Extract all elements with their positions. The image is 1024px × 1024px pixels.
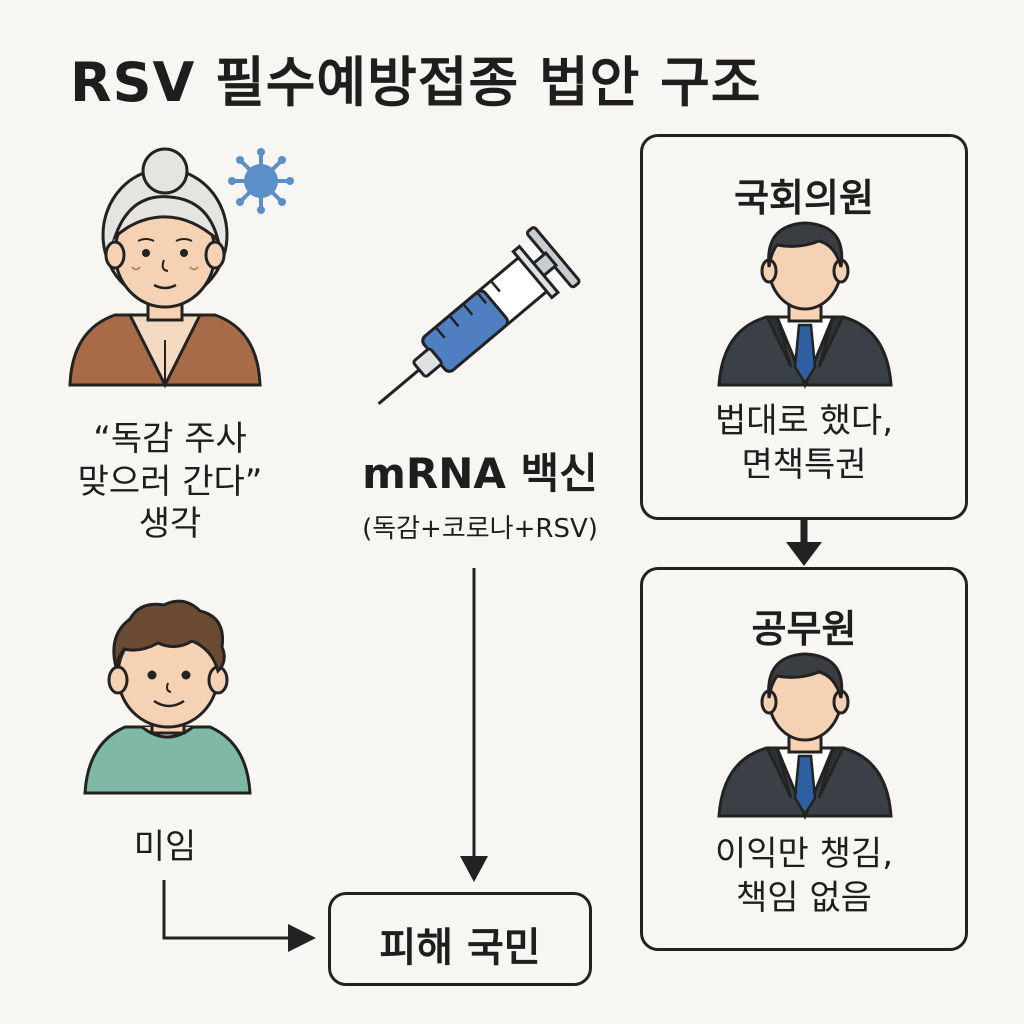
official-line: 책임 없음 [736,878,872,919]
lawmaker-heading: 국회의원 [734,176,874,220]
elderly-woman-icon [68,147,262,389]
elder-quote-line: 맞으러 간다” [77,461,263,502]
page-title: RSV 필수예방접종 법안 구조 [70,51,762,114]
victim-label: 피해 국민 [379,925,541,971]
lawmaker-box: 국회의원 법대로 했다, 면책특권 [640,134,968,520]
businessman-icon [717,652,893,820]
victim-box: 피해 국민 [328,892,592,986]
arrow-child-to-victim [162,880,316,952]
elder-quote: “독감 주사 맞으러 간다” 생각 [40,418,300,546]
lawmaker-line: 면책특권 [741,445,867,486]
lawmaker-text: 법대로 했다, 면책특권 [643,399,965,487]
arrow-lawmaker-to-official [786,520,822,566]
syringe-icon [377,226,581,405]
vaccine-detail: (독감+코로나+RSV) [362,514,598,544]
elder-quote-line: “독감 주사 [93,419,247,459]
child-label: 미임 [133,827,197,867]
child-icon [83,599,252,795]
official-heading: 공무원 [751,607,857,651]
arrow-vaccine-to-victim [460,568,488,882]
businessman-icon [717,221,893,389]
virus-icon [228,148,294,214]
elder-quote-line: 생각 [138,504,202,544]
official-text: 이익만 챙김, 책임 없음 [643,832,965,920]
lawmaker-line: 법대로 했다, [714,401,893,441]
official-box: 공무원 이익만 챙김, 책임 없음 [640,567,968,951]
vaccine-name: mRNA 백신 [362,449,598,498]
official-line: 이익만 챙김, [714,834,893,874]
